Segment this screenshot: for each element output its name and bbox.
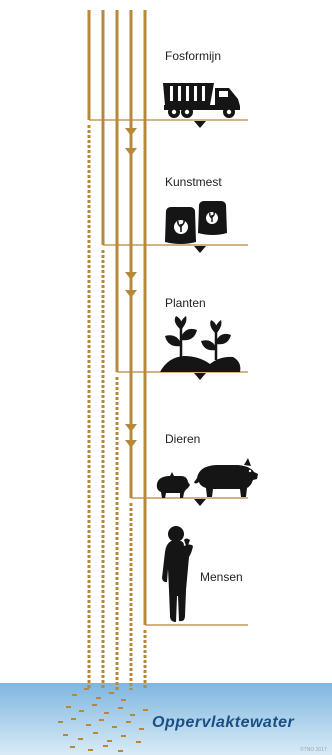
water-speck: [79, 710, 84, 712]
person-icon: [162, 526, 193, 622]
stage-label-fosformijn: Fosformijn: [165, 49, 221, 63]
flow-arrow: [125, 272, 137, 280]
water-speck: [107, 740, 112, 742]
water-speck: [139, 728, 144, 730]
flow-arrow: [125, 128, 137, 136]
dump-truck-icon: [163, 83, 240, 118]
water-speck: [143, 709, 148, 711]
water-speck: [99, 719, 104, 721]
water-speck: [103, 745, 108, 747]
stage-label-planten: Planten: [165, 296, 206, 310]
water-speck: [58, 721, 63, 723]
water-speck: [104, 712, 109, 714]
stage-pointer-fosformijn: [194, 121, 206, 128]
flow-arrow: [125, 290, 137, 298]
water-speck: [118, 750, 123, 752]
fertilizer-bags-icon: [165, 201, 227, 244]
plants-icon: [160, 316, 240, 372]
water-speck: [86, 724, 91, 726]
pig-icon: [157, 458, 258, 498]
stage-pointer-kunstmest: [194, 246, 206, 253]
stage-label-dieren: Dieren: [165, 432, 200, 446]
surface-water-label: Oppervlaktewater: [152, 714, 295, 731]
water-speck: [121, 699, 126, 701]
water-speck: [136, 741, 141, 743]
water-speck: [93, 732, 98, 734]
stage-pointer-planten: [194, 373, 206, 380]
flow-arrow: [125, 440, 137, 448]
stage-label-kunstmest: Kunstmest: [165, 175, 222, 189]
water-speck: [126, 721, 131, 723]
water-speck: [78, 738, 83, 740]
water-speck: [84, 688, 89, 690]
water-speck: [88, 749, 93, 751]
stage-label-mensen: Mensen: [200, 570, 243, 584]
water-speck: [109, 692, 114, 694]
flow-arrow: [125, 148, 137, 156]
water-speck: [121, 735, 126, 737]
water-speck: [96, 697, 101, 699]
water-speck: [66, 706, 71, 708]
stage-pointer-dieren: [194, 499, 206, 506]
credit-label: ©TNO 2017: [300, 746, 327, 753]
water-speck: [71, 718, 76, 720]
water-speck: [63, 734, 68, 736]
water-speck: [118, 707, 123, 709]
water-speck: [112, 726, 117, 728]
water-speck: [72, 694, 77, 696]
water-speck: [92, 704, 97, 706]
flow-arrow: [125, 424, 137, 432]
water-speck: [70, 746, 75, 748]
water-speck: [130, 714, 135, 716]
